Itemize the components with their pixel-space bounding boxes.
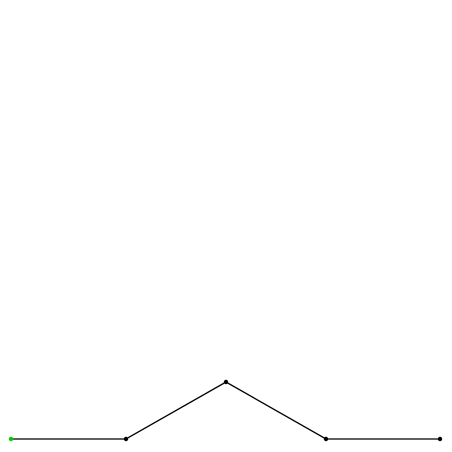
- vertex-peak: [223, 379, 229, 385]
- vertex-4: [323, 436, 329, 442]
- end-vertex: [437, 436, 443, 442]
- start-vertex: [8, 436, 14, 442]
- polyline-path: [11, 381, 440, 440]
- vertex-2: [123, 436, 129, 442]
